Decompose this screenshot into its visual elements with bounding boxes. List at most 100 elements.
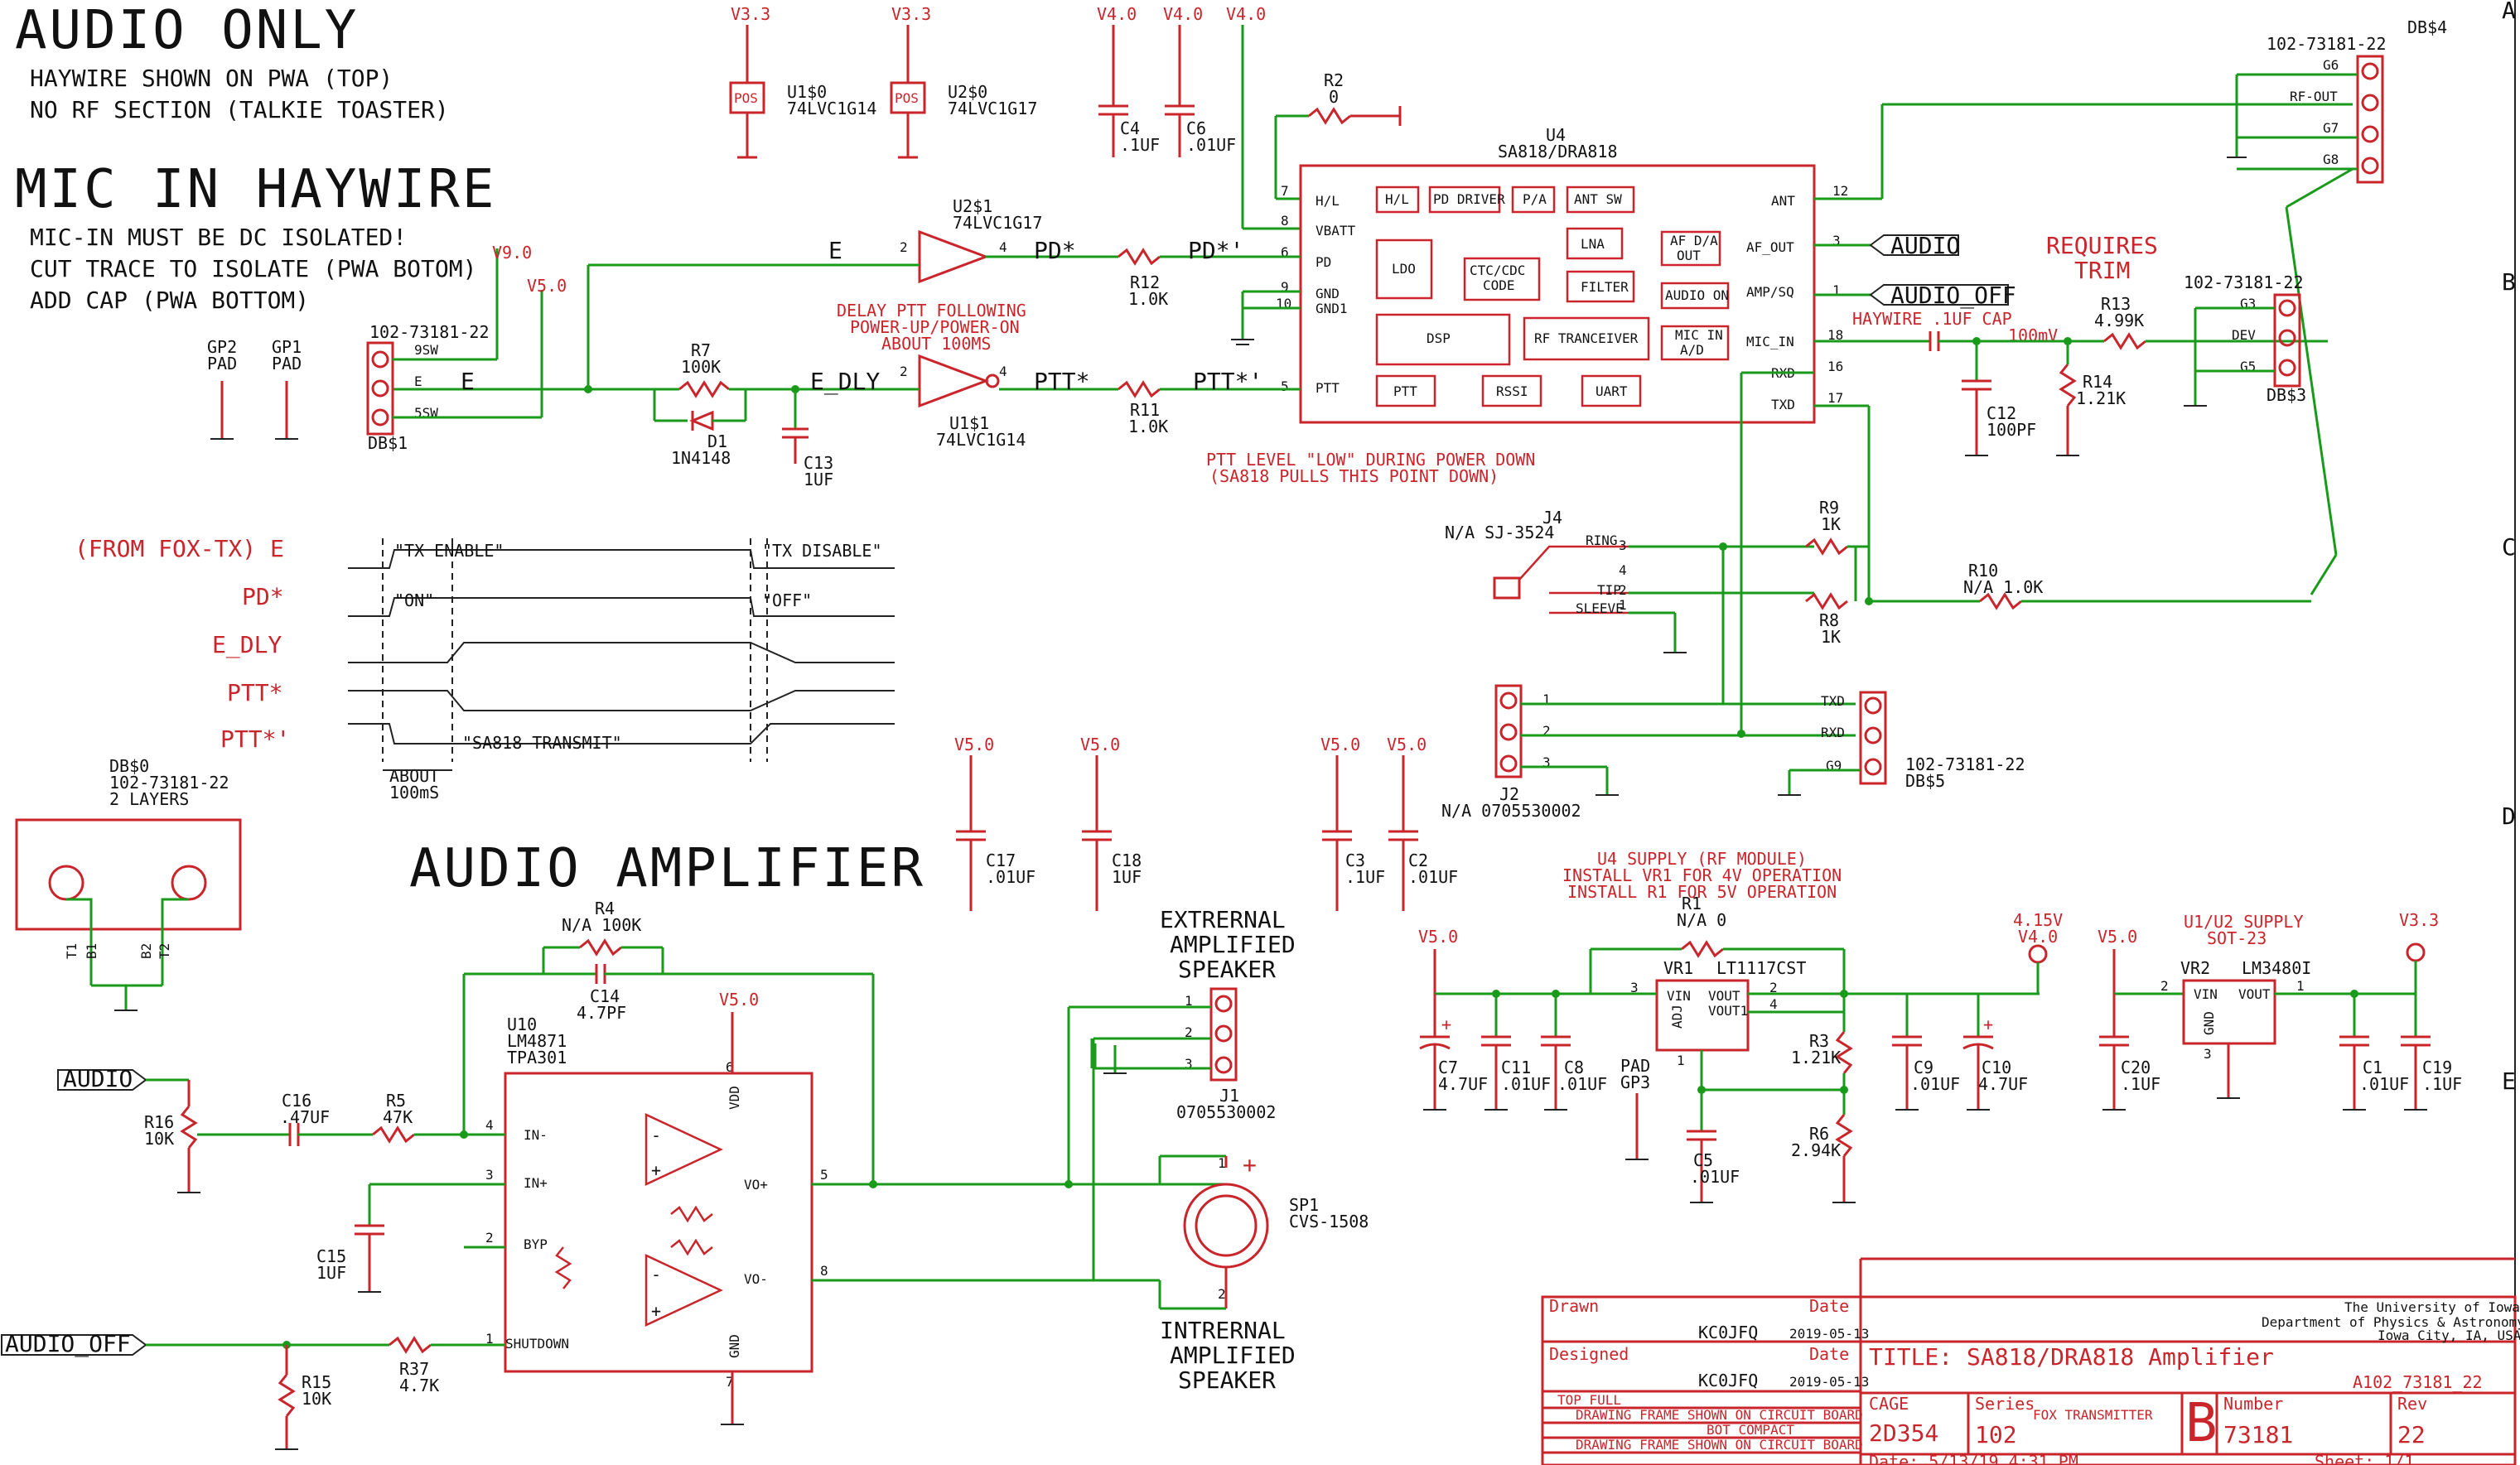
svg-text:E_DLY: E_DLY — [212, 631, 282, 659]
u1u2-supply-note-1: U1/U2 SUPPLY — [2184, 912, 2304, 932]
svg-text:C15: C15 — [316, 1246, 346, 1266]
svg-text:5: 5 — [1281, 378, 1289, 394]
svg-text:3: 3 — [1542, 754, 1551, 770]
svg-text:R2: R2 — [1324, 70, 1344, 90]
svg-text:4: 4 — [999, 239, 1007, 255]
r4-c14-feedback: R4 N/A 100K C14 4.7PF — [462, 899, 875, 1184]
svg-text:100mS: 100mS — [389, 783, 439, 802]
svg-text:8: 8 — [820, 1263, 828, 1279]
svg-text:V4.0: V4.0 — [1226, 4, 1266, 24]
delay-note-3: ABOUT 100MS — [881, 334, 991, 354]
svg-text:The University of Iowa: The University of Iowa — [2344, 1299, 2520, 1315]
r9-r8-resistors: R9 1K R8 1K — [1805, 498, 1869, 647]
svg-text:4: 4 — [1619, 562, 1627, 578]
svg-text:1.21K: 1.21K — [1791, 1048, 1841, 1067]
mic-in-haywire: HAYWIRE .1UF CAP 100mV REQUIRES TRIM R13… — [1814, 232, 2328, 351]
svg-text:E: E — [414, 373, 422, 389]
u1u2-supply-note-2: SOT-23 — [2207, 928, 2267, 948]
svg-text:102-73181-22: 102-73181-22 — [109, 773, 229, 793]
svg-text:1K: 1K — [1821, 514, 1841, 534]
svg-text:AUDIO ON: AUDIO ON — [1665, 287, 1729, 303]
svg-text:R11: R11 — [1130, 400, 1160, 420]
svg-text:+: + — [1243, 1151, 1257, 1178]
svg-text:V4.0: V4.0 — [2018, 927, 2058, 947]
r2-resistor: R2 0 — [1274, 70, 1402, 200]
note-add-cap: ADD CAP (PWA BOTTOM) — [30, 287, 309, 314]
svg-text:U2$1: U2$1 — [953, 196, 992, 216]
svg-text:"TX DISABLE": "TX DISABLE" — [762, 541, 882, 561]
svg-text:SP1: SP1 — [1289, 1195, 1319, 1215]
audio-flag-right: AUDIO — [1814, 232, 1960, 259]
svg-text:LM4871: LM4871 — [507, 1031, 567, 1051]
svg-text:V4.0: V4.0 — [1163, 4, 1203, 24]
svg-text:C19: C19 — [2422, 1058, 2452, 1077]
u4-gnd-net — [1231, 290, 1301, 345]
svg-text:R4: R4 — [595, 899, 615, 918]
svg-text:.01UF: .01UF — [1910, 1074, 1960, 1094]
u4-supply-note-1: U4 SUPPLY (RF MODULE) — [1597, 849, 1807, 869]
svg-text:EXTRERNAL: EXTRERNAL — [1160, 906, 1286, 933]
svg-text:102-73181-22: 102-73181-22 — [2184, 272, 2304, 292]
svg-text:ANT: ANT — [1771, 193, 1795, 209]
svg-text:Date: 5/13/19 4:31 PM: Date: 5/13/19 4:31 PM — [1869, 1452, 2078, 1465]
svg-text:CAGE: CAGE — [1869, 1394, 1909, 1414]
svg-text:Iowa City, IA, USA: Iowa City, IA, USA — [2378, 1328, 2520, 1343]
svg-text:T1: T1 — [64, 943, 80, 959]
svg-text:18: 18 — [1827, 327, 1843, 343]
svg-text:R14: R14 — [2083, 372, 2112, 392]
note-cut-trace: CUT TRACE TO ISOLATE (PWA BOTOM) — [30, 255, 476, 282]
svg-text:RF-OUT: RF-OUT — [2290, 89, 2338, 104]
svg-text:PD: PD — [1316, 254, 1331, 270]
svg-text:6: 6 — [726, 1059, 734, 1075]
svg-text:100PF: 100PF — [1987, 420, 2036, 440]
svg-text:DSP: DSP — [1427, 330, 1451, 346]
svg-text:PTT: PTT — [1393, 383, 1417, 399]
svg-text:V9.0: V9.0 — [492, 243, 532, 263]
delay-note-1: DELAY PTT FOLLOWING — [837, 301, 1026, 320]
svg-text:2: 2 — [1185, 1024, 1193, 1040]
svg-text:C5: C5 — [1693, 1150, 1713, 1170]
svg-text:C16: C16 — [282, 1091, 311, 1111]
svg-text:ANT SW: ANT SW — [1574, 191, 1622, 207]
svg-text:LT1117CST: LT1117CST — [1716, 958, 1806, 978]
svg-text:U1$1: U1$1 — [949, 413, 989, 433]
u10-amplifier: U10 LM4871 TPA301 IN- IN+ BYP SHUTDOWN V… — [464, 990, 1160, 1425]
svg-text:V5.0: V5.0 — [2098, 927, 2137, 947]
svg-text:SLEEVE: SLEEVE — [1576, 600, 1624, 616]
svg-text:DRAWING FRAME SHOWN ON CIRCUIT: DRAWING FRAME SHOWN ON CIRCUIT BOARD — [1576, 1437, 1863, 1453]
ptt-note-2: (SA818 PULLS THIS POINT DOWN) — [1209, 466, 1499, 486]
audio-off-flag-right: AUDIO_OFF — [1814, 282, 2016, 310]
svg-text:AUDIO_OFF: AUDIO_OFF — [1890, 282, 2016, 310]
svg-text:100K: 100K — [681, 357, 721, 377]
svg-text:+: + — [1983, 1014, 1993, 1034]
svg-text:4.7PF: 4.7PF — [577, 1003, 626, 1023]
svg-text:.01UF: .01UF — [1690, 1167, 1740, 1187]
svg-text:.01UF: .01UF — [2359, 1074, 2409, 1094]
svg-text:10K: 10K — [144, 1129, 174, 1149]
svg-text:V5.0: V5.0 — [1418, 927, 1458, 947]
svg-text:RING: RING — [1586, 533, 1618, 548]
svg-text:7: 7 — [726, 1374, 734, 1390]
svg-text:TITLE: SA818/DRA818 Amplifier: TITLE: SA818/DRA818 Amplifier — [1869, 1343, 2274, 1371]
note-haywire-shown: HAYWIRE SHOWN ON PWA (TOP) — [30, 65, 393, 92]
svg-text:AUDIO: AUDIO — [1890, 232, 1960, 259]
svg-text:1.0K: 1.0K — [1128, 289, 1168, 309]
svg-text:CTC/CDC: CTC/CDC — [1470, 263, 1525, 278]
svg-text:A102_73181_22: A102_73181_22 — [2353, 1372, 2483, 1392]
svg-text:Designed: Designed — [1549, 1344, 1629, 1364]
svg-text:1: 1 — [2296, 978, 2305, 994]
svg-text:TXD: TXD — [1771, 397, 1795, 412]
svg-text:IN-: IN- — [524, 1127, 548, 1143]
svg-text:10K: 10K — [302, 1389, 331, 1409]
svg-text:U1$0: U1$0 — [787, 82, 827, 102]
svg-text:2019-05-13: 2019-05-13 — [1789, 1326, 1869, 1342]
u2s1-buffer: U2$1 74LVC1G17 2 4 — [900, 196, 1042, 284]
svg-text:U10: U10 — [507, 1014, 537, 1034]
svg-text:R16: R16 — [144, 1112, 174, 1132]
svg-text:PTT: PTT — [1316, 380, 1340, 396]
svg-text:2: 2 — [1542, 723, 1551, 739]
db3-header: 102-73181-22 G3 DEV G5 DB$3 — [2184, 272, 2306, 407]
svg-text:V3.3: V3.3 — [731, 4, 770, 24]
svg-text:B2: B2 — [138, 943, 154, 959]
svg-text:"SA818 TRANSMIT": "SA818 TRANSMIT" — [462, 733, 622, 753]
